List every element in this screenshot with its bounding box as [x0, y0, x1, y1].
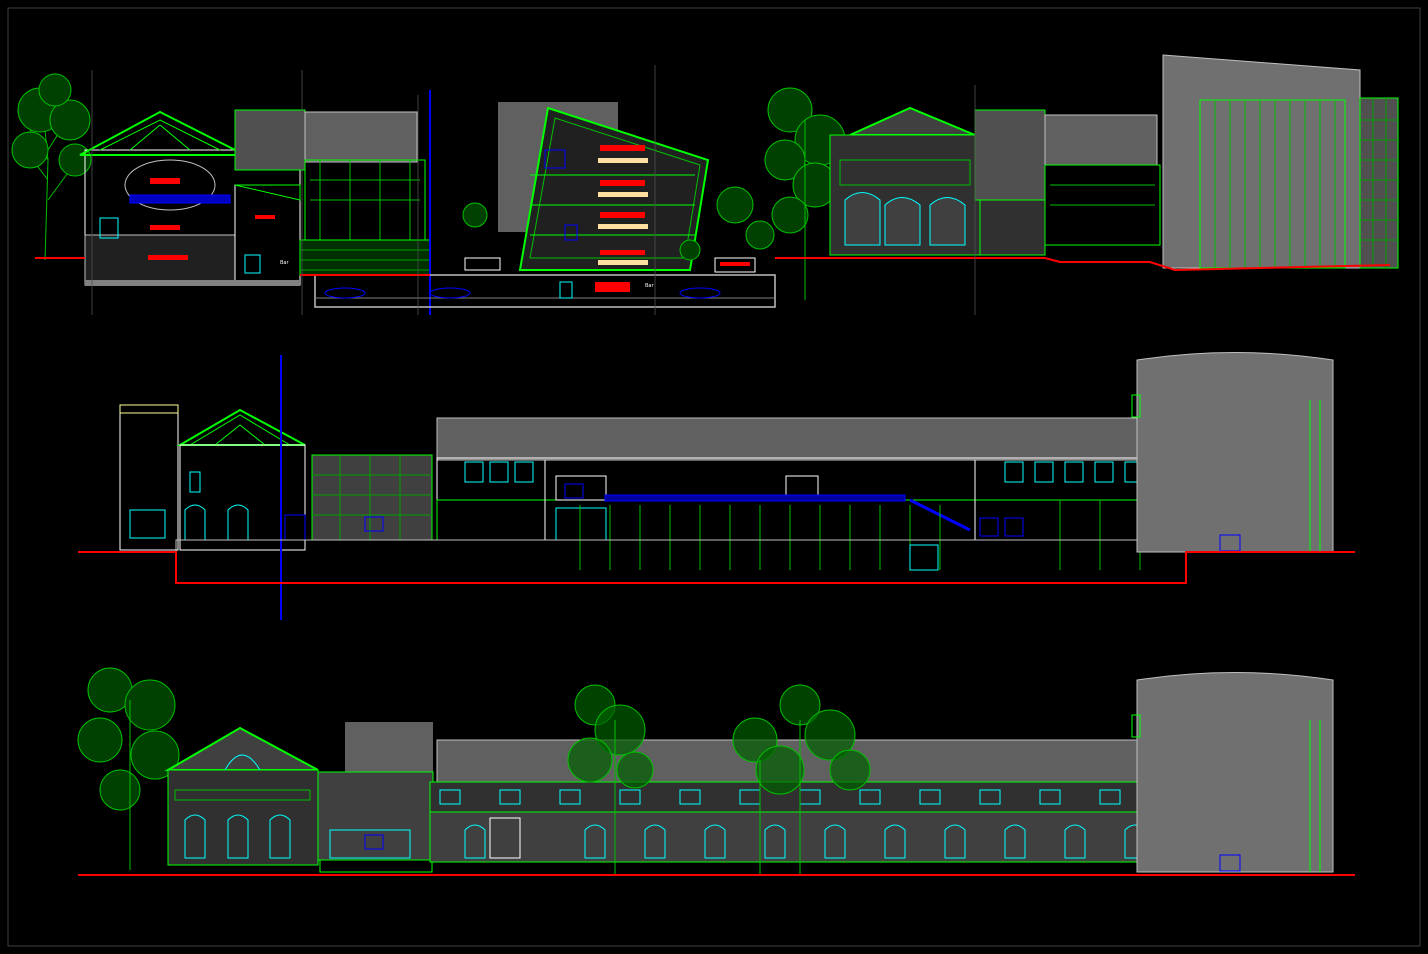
section-1-view: Bar: [11, 54, 1399, 315]
elevation-1-window-row: [464, 824, 1146, 859]
section-1-label-a: Bar: [280, 260, 289, 266]
section-2-cylinder-tower: [1131, 352, 1334, 553]
section-2-columns: [579, 500, 1141, 570]
elevation-1-view: [77, 667, 1355, 876]
section-2-ground-line: [78, 551, 1355, 584]
section-1-grid-lines: [91, 65, 976, 315]
section-2-view: [78, 352, 1355, 620]
elevation-1-cylinder-tower: [1131, 672, 1334, 873]
section-2-left-block: [119, 404, 306, 551]
section-1-background-buildings: [234, 109, 431, 276]
tree-left-2: [77, 667, 180, 870]
drawing-frame: [7, 7, 1421, 947]
section-2-window-row-left: [464, 461, 534, 483]
elevation-1-left-building: [164, 726, 319, 866]
elevation-1-foreground-trees: [567, 684, 871, 875]
section-1-basement: Bar: [314, 257, 776, 308]
tree-left-1: [11, 73, 92, 261]
section-1-building-left: Bar: [79, 110, 301, 286]
section-2-connector: [311, 454, 433, 541]
section-1-label-b: Bar: [645, 283, 654, 289]
elevation-1-connector: [317, 722, 434, 873]
section-1-building-right: [829, 106, 1161, 256]
section-1-tower: [1162, 54, 1399, 269]
section-1-ground-line: [35, 257, 1391, 276]
section-1-small-trees: [462, 186, 775, 261]
section-1-central-building: [498, 102, 710, 271]
elevation-1-long-facade: [429, 739, 1191, 863]
